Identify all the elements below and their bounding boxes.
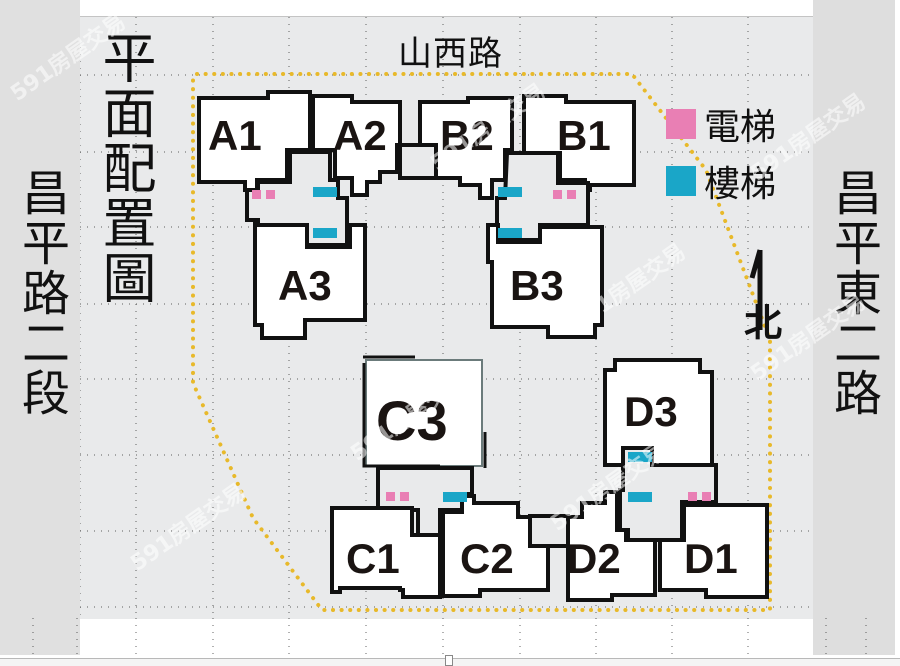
label-b1: B1 bbox=[557, 112, 611, 159]
legend-stairs-label: 樓梯 bbox=[704, 164, 777, 205]
stair-icon bbox=[498, 228, 522, 238]
elevator-icon bbox=[386, 492, 395, 501]
connector-south bbox=[528, 514, 570, 548]
unit-c1[interactable] bbox=[330, 506, 442, 599]
elevator-icon bbox=[553, 190, 562, 199]
legend-stairs: 樓梯 bbox=[666, 155, 776, 207]
label-a2: A2 bbox=[333, 112, 387, 159]
elevator-icon bbox=[567, 190, 576, 199]
label-b3: B3 bbox=[510, 262, 564, 309]
label-c2: C2 bbox=[460, 535, 514, 582]
label-c1: C1 bbox=[346, 535, 400, 582]
resize-handle[interactable] bbox=[445, 655, 453, 666]
stair-markers bbox=[313, 187, 652, 502]
label-a3: A3 bbox=[278, 262, 332, 309]
label-a1: A1 bbox=[208, 112, 262, 159]
label-d3: D3 bbox=[624, 388, 678, 435]
elevator-icon bbox=[400, 492, 409, 501]
stair-icon bbox=[498, 187, 522, 197]
stairs-swatch-icon bbox=[666, 166, 696, 196]
legend-elevator-label: 電梯 bbox=[704, 107, 777, 148]
unit-a3[interactable] bbox=[253, 220, 367, 340]
label-d1: D1 bbox=[684, 535, 738, 582]
north-arrow: 北 bbox=[742, 230, 792, 345]
connector-north bbox=[398, 143, 438, 180]
unit-a2[interactable] bbox=[311, 94, 402, 197]
site-boundary bbox=[191, 72, 772, 612]
unit-b3[interactable] bbox=[486, 223, 604, 339]
north-label: 北 bbox=[744, 301, 783, 345]
stair-icon bbox=[313, 187, 337, 197]
unit-d1[interactable] bbox=[658, 503, 769, 599]
label-b2: B2 bbox=[440, 112, 494, 159]
legend-elevator: 電梯 bbox=[666, 98, 776, 150]
label-c3: C3 bbox=[376, 389, 448, 452]
left-road-strip bbox=[0, 0, 80, 655]
elevator-markers bbox=[252, 190, 711, 501]
right-road-strip bbox=[813, 0, 895, 655]
unit-c3[interactable] bbox=[365, 359, 483, 467]
road-right-label: 昌平東二路 bbox=[825, 168, 881, 418]
north-arrow-icon bbox=[749, 249, 763, 330]
stair-icon bbox=[628, 492, 652, 502]
elevator-icon bbox=[688, 492, 697, 501]
stair-icon bbox=[443, 492, 467, 502]
road-left-label: 昌平路二段 bbox=[13, 168, 69, 418]
elevator-icon bbox=[266, 190, 275, 199]
label-d2: D2 bbox=[567, 535, 621, 582]
stair-icon bbox=[313, 228, 337, 238]
elevator-icon bbox=[702, 492, 711, 501]
stair-icon bbox=[628, 452, 652, 462]
plan-title: 平面配置圖 bbox=[93, 30, 156, 305]
elevator-icon bbox=[252, 190, 261, 199]
elevator-swatch-icon bbox=[666, 109, 696, 139]
road-top-label: 山西路 bbox=[398, 34, 503, 74]
